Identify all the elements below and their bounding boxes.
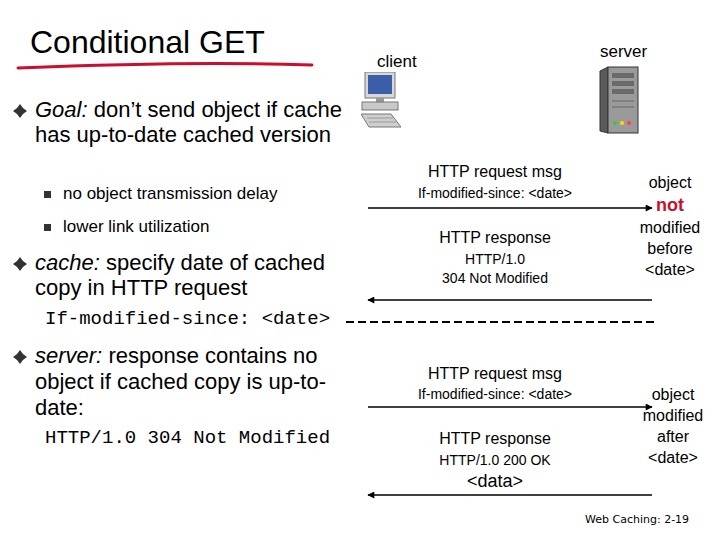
icon-holder <box>598 65 642 139</box>
message-title: HTTP response <box>375 229 615 247</box>
message-arrow <box>368 494 652 496</box>
message-header: If-modified-since: <date> <box>375 185 615 201</box>
message-status: HTTP/1.0 200 OK <box>375 452 615 468</box>
title-underline <box>18 63 312 68</box>
message-title: HTTP request msg <box>375 163 615 181</box>
message-title: HTTP response <box>375 430 615 448</box>
message-header: If-modified-since: <date> <box>375 386 615 402</box>
bullet-keyword: Goal: <box>35 97 88 122</box>
sub-bullet <box>44 224 51 231</box>
message-status: 304 Not Modified <box>375 270 615 286</box>
dashed-divider <box>346 321 656 323</box>
message-arrow <box>368 299 652 301</box>
node-label: client <box>377 52 417 72</box>
bullet-keyword: cache: <box>35 250 100 275</box>
bullet-item: Goal:don’t send object if cache has up-t… <box>35 97 350 147</box>
bullet-symbol <box>13 350 27 364</box>
slide-title: Conditional GET <box>30 24 265 61</box>
node-label: server <box>600 42 647 62</box>
bullet-keyword: server: <box>35 343 102 368</box>
slide-footer: Web Caching: 2-19 <box>585 514 689 527</box>
sub-bullet <box>44 191 51 198</box>
sub-bullet-text: no object transmission delay <box>63 184 278 204</box>
message-title: HTTP request msg <box>375 365 615 383</box>
client-node: client <box>360 90 368 510</box>
message-status: HTTP/1.0 <box>375 251 615 267</box>
code-text: If-modified-since: <date> <box>45 309 330 331</box>
server-node: server <box>652 80 660 510</box>
sub-bullet-text: lower link utilization <box>63 217 209 237</box>
server-icon <box>598 65 642 135</box>
bullet-symbol <box>13 104 27 118</box>
side-note: object modified after <date> <box>633 384 713 468</box>
side-note: modified before <date> <box>630 217 710 280</box>
message-arrow <box>368 207 652 209</box>
computer-icon <box>361 72 401 130</box>
bullet-item: server:response contains no object if ca… <box>35 343 350 421</box>
message-body: <data> <box>375 471 615 492</box>
icon-holder <box>361 72 401 134</box>
message-arrow <box>368 406 652 408</box>
side-note: object <box>630 174 710 192</box>
code-text: HTTP/1.0 304 Not Modified <box>45 428 330 450</box>
side-note-emphasis: not <box>630 195 710 216</box>
bullet-item: cache:specify date of cached copy in HTT… <box>35 250 355 300</box>
bullet-symbol <box>13 257 27 271</box>
